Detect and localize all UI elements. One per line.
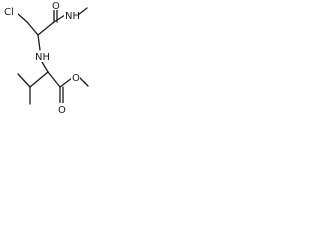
bond-alpha-ester-c <box>47 71 61 88</box>
bond-ch2-ch <box>26 21 39 36</box>
amide-nh-label: NH <box>65 11 80 22</box>
ester-carbonyl-oxygen-label: O <box>58 105 66 116</box>
chlorine-label: Cl <box>4 7 14 18</box>
bond-cl-ch2 <box>17 13 28 23</box>
amine-nh-label: NH <box>35 52 50 63</box>
bond-alpha-ipr <box>29 71 49 88</box>
bond-amine-n-alpha <box>41 61 49 73</box>
atom-labels: Cl O NH NH O O <box>3 0 80 116</box>
amide-oxygen-label: O <box>52 1 60 12</box>
bond-ch-amine-n <box>37 34 41 51</box>
bond-amide-c-n <box>53 14 66 23</box>
bond-ipr-me1 <box>17 73 31 88</box>
structure-diagram: Cl O NH NH O O <box>3 0 89 116</box>
bond-o-methyl <box>79 77 89 87</box>
bond-ester-c-o-single <box>59 77 73 88</box>
ester-single-oxygen-label: O <box>72 73 80 84</box>
bonds <box>17 7 89 105</box>
bond-n-methyl <box>77 7 88 16</box>
bond-ch-amide-c <box>37 21 55 36</box>
